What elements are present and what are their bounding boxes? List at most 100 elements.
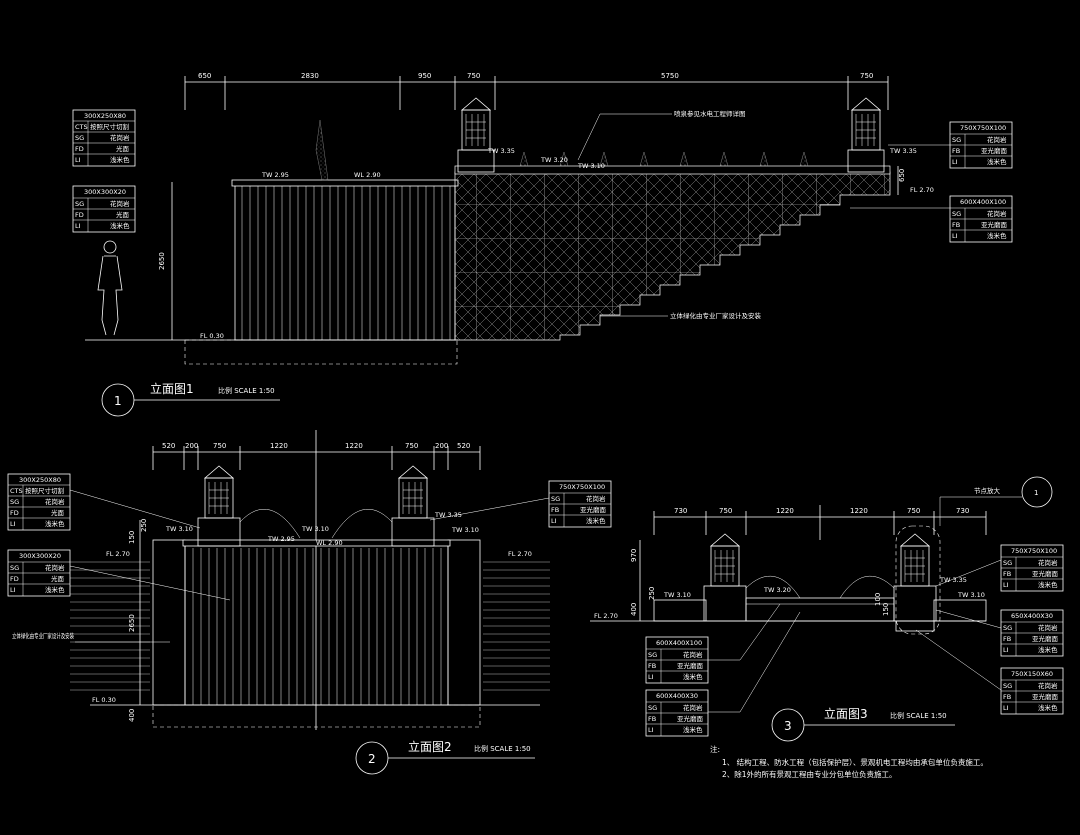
title-text: 立面图1 [150, 381, 194, 396]
fountain-spray [315, 119, 329, 181]
svg-text:浅米色: 浅米色 [1038, 645, 1058, 654]
svg-text:浅米色: 浅米色 [110, 155, 130, 164]
dim-950: 950 [418, 72, 431, 80]
svg-text:花岗岩: 花岗岩 [683, 650, 703, 659]
svg-text:LI: LI [952, 232, 958, 240]
elevation-3: 730 750 1220 1220 750 730 [590, 476, 1064, 742]
material-table-d: 600X400X100 SG 花岗岩 FB 亚光磨面 LI 浅米色 [949, 195, 1013, 243]
svg-text:LI: LI [648, 673, 654, 681]
svg-text:LI: LI [952, 158, 958, 166]
title-scale: 比例 SCALE 1:50 [474, 744, 531, 753]
svg-text:SG: SG [1003, 624, 1012, 632]
svg-text:LI: LI [1003, 704, 1009, 712]
fountain-wall [234, 181, 456, 341]
level-tw-295: TW 2.95 [261, 171, 289, 179]
svg-text:花岗岩: 花岗岩 [987, 209, 1007, 218]
svg-text:浅米色: 浅米色 [683, 672, 703, 681]
svg-text:LI: LI [1003, 581, 1009, 589]
callout-fountain: 喷泉参见水电工程师详图 [674, 109, 746, 118]
notes-heading: 注: [710, 744, 720, 754]
dim-400: 400 [128, 709, 136, 722]
dim-520-b: 520 [457, 442, 470, 450]
callout-greening: 立体绿化由专业厂家设计及安装 [12, 631, 74, 640]
dim-1220-b: 1220 [345, 442, 363, 450]
level-tw-335-right: TW 3.35 [889, 147, 917, 155]
level-tw-310-b: TW 3.10 [301, 525, 329, 533]
detail-callout-outline [895, 525, 941, 635]
green-wall-right [447, 539, 481, 706]
material-table-a: 750X750X100 SG 花岗岩 FB 亚光磨面 LI 浅米色 [1000, 544, 1064, 592]
svg-text:浅米色: 浅米色 [1038, 703, 1058, 712]
svg-text:LI: LI [75, 156, 81, 164]
planter-right [933, 599, 987, 622]
svg-text:750X750X100: 750X750X100 [960, 124, 1006, 132]
svg-text:SG: SG [952, 136, 961, 144]
svg-text:LI: LI [10, 586, 16, 594]
svg-text:FD: FD [10, 575, 19, 583]
wall-coping [231, 179, 459, 187]
material-table-a: 300X250X80 CTS 按照尺寸切割 SG 花岗岩 FD 光面 LI 浅米… [7, 473, 71, 531]
svg-text:浅米色: 浅米色 [45, 519, 65, 528]
greening-grid [455, 172, 890, 340]
svg-text:CTS: CTS [10, 487, 23, 495]
dim-750: 750 [213, 442, 226, 450]
svg-text:FB: FB [1003, 570, 1011, 578]
svg-text:浅米色: 浅米色 [586, 516, 606, 525]
lantern-pillar-right [893, 533, 937, 632]
svg-text:按照尺寸切割: 按照尺寸切割 [90, 122, 130, 131]
svg-text:FB: FB [1003, 635, 1011, 643]
svg-text:FB: FB [1003, 693, 1011, 701]
notes-block: 注: 1、 结构工程、防水工程（包括保护层）、景观机电工程均由承包单位负责施工。… [710, 744, 988, 779]
dim-970: 970 [630, 549, 638, 562]
dim-250: 250 [648, 587, 656, 600]
dim-400: 400 [630, 603, 638, 616]
dim-650: 650 [198, 72, 211, 80]
dim-750-b: 750 [405, 442, 418, 450]
level-fl-270-left: FL 2.70 [106, 550, 130, 558]
lantern-pillar-right [847, 97, 885, 173]
dim-730-b: 730 [956, 507, 969, 515]
water-jet-arc [239, 508, 301, 539]
foundation-outline [184, 339, 458, 365]
svg-text:亚光磨面: 亚光磨面 [580, 505, 607, 514]
leader-line [429, 497, 550, 521]
material-table-b: 300X300X20 SG 花岗岩 FD 光面 LI 浅米色 [7, 549, 71, 597]
notes-line-2: 2、除1外的所有景观工程由专业分包单位负责施工。 [722, 769, 897, 779]
svg-text:亚光磨面: 亚光磨面 [677, 714, 704, 723]
svg-text:亚光磨面: 亚光磨面 [981, 220, 1008, 229]
material-table-c: 750X750X100 SG 花岗岩 FB 亚光磨面 LI 浅米色 [949, 121, 1013, 169]
svg-text:花岗岩: 花岗岩 [1038, 681, 1058, 690]
svg-text:SG: SG [75, 200, 84, 208]
svg-text:花岗岩: 花岗岩 [586, 494, 606, 503]
node-enlarge-label: 节点放大 [974, 486, 1001, 495]
title-number: 3 [784, 719, 792, 733]
title-text: 立面图2 [408, 739, 452, 754]
svg-text:CTS: CTS [75, 123, 88, 131]
lantern-pillar-left [457, 97, 495, 173]
svg-text:SG: SG [1003, 682, 1012, 690]
material-table-b: 650X400X30 SG 花岗岩 FB 亚光磨面 LI 浅米色 [1000, 609, 1064, 657]
svg-text:浅米色: 浅米色 [987, 231, 1007, 240]
svg-text:FB: FB [952, 221, 960, 229]
title-text: 立面图3 [824, 706, 868, 721]
svg-text:750X750X100: 750X750X100 [1011, 547, 1057, 555]
svg-text:SG: SG [1003, 559, 1012, 567]
lantern-pillar-left [197, 465, 241, 547]
level-tw-310-b: TW 3.10 [957, 591, 985, 599]
svg-text:花岗岩: 花岗岩 [987, 135, 1007, 144]
svg-text:750X750X100: 750X750X100 [559, 483, 605, 491]
svg-text:LI: LI [10, 520, 16, 528]
svg-text:LI: LI [75, 222, 81, 230]
svg-text:光面: 光面 [116, 144, 130, 153]
svg-text:LI: LI [648, 726, 654, 734]
dim-2830: 2830 [301, 72, 319, 80]
dim-520: 520 [162, 442, 175, 450]
level-wl-290: WL 2.90 [354, 171, 381, 179]
svg-text:亚光磨面: 亚光磨面 [677, 661, 704, 670]
planter-coping [454, 165, 891, 175]
dim-1220: 1220 [776, 507, 794, 515]
level-fl-270: FL 2.70 [910, 186, 934, 194]
material-table-e: 600X400X30 SG 花岗岩 FB 亚光磨面 LI 浅米色 [645, 689, 709, 737]
svg-text:浅米色: 浅米色 [987, 157, 1007, 166]
svg-text:600X400X100: 600X400X100 [960, 198, 1006, 206]
